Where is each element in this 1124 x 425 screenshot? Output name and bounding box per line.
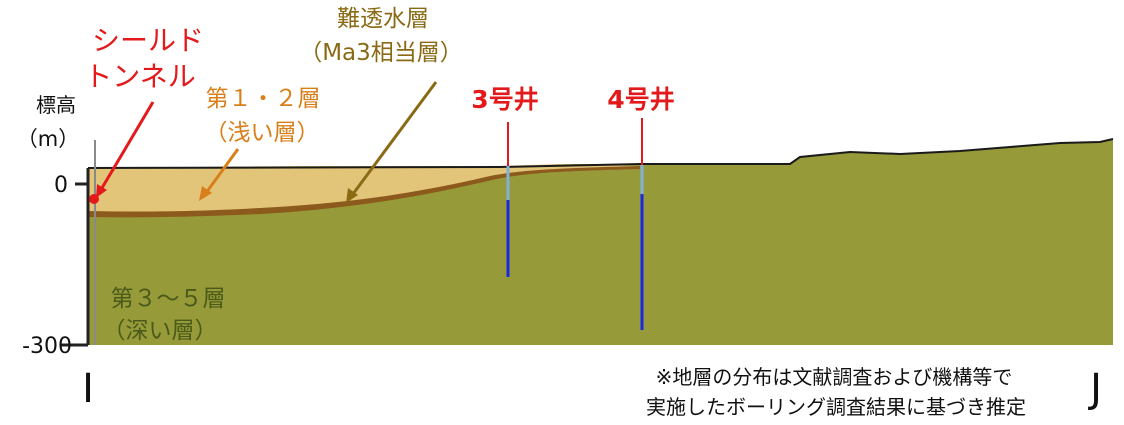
deep-label-line2: （深い層） (103, 318, 218, 344)
well-4: 4号井 (607, 85, 675, 330)
y-axis-title-line1: 標高 (36, 93, 76, 117)
tunnel-marker-icon (89, 194, 99, 204)
note-line1: ※地層の分布は文献調査および機構等で (656, 365, 1013, 389)
aquitard-label-line1: 難透水層 (337, 6, 429, 32)
tunnel-label-line2: トンネル (84, 60, 195, 93)
aquitard-arrow (346, 81, 438, 203)
section-end-right: J (1087, 366, 1102, 412)
tunnel-label-line1: シールド (92, 24, 204, 57)
shallow-layer (88, 164, 640, 214)
well-3-label: 3号井 (471, 85, 538, 114)
y-tick-label-300: -300 (22, 334, 72, 359)
shallow-arrow (199, 148, 240, 201)
y-axis-title-line2: （m） (17, 127, 79, 151)
note-line2: 実施したボーリング調査結果に基づき推定 (646, 395, 1026, 419)
well-3: 3号井 (471, 85, 539, 277)
aquitard-band (88, 166, 640, 218)
shallow-label-line1: 第１・２層 (206, 86, 321, 112)
aquitard-label-line2: （Ma3相当層） (299, 40, 463, 66)
y-tick-label-0: 0 (54, 173, 68, 198)
section-end-left: I (82, 366, 94, 412)
ground-surface-line (87, 138, 1114, 169)
deep-label-line1: 第３～５層 (111, 286, 226, 312)
shallow-label-line2: （浅い層） (205, 120, 320, 146)
tunnel-arrow (96, 101, 155, 198)
well-4-label: 4号井 (607, 85, 674, 114)
